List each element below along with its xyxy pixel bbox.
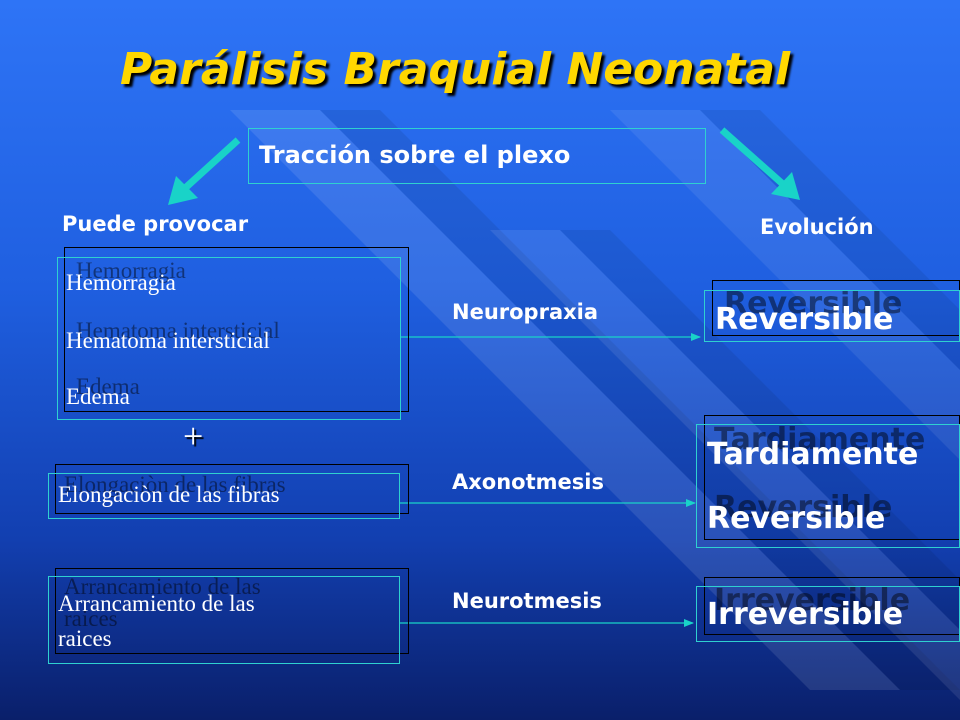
- lesion-axonotmesis: Axonotmesis: [452, 470, 604, 494]
- outcome-tardio-shadow-line2: Reversible: [714, 490, 893, 525]
- cause-elongacion: Elongaciòn de las fibras: [58, 482, 280, 507]
- center-box: Tracción sobre el plexo: [248, 128, 706, 184]
- outcome-reversible: Reversible: [715, 302, 894, 337]
- cause-hemorragia: Hemorragia: [66, 270, 176, 295]
- outcome-tardio-box: Tardiamente Reversible: [696, 424, 960, 548]
- outcome-reversible-shadow-text: Reversible: [724, 286, 903, 321]
- arrow-left-icon: [168, 137, 241, 205]
- causes-group2-box: Elongaciòn de las fibras: [48, 473, 400, 519]
- causes-group1-shadow-item3: Edema: [76, 374, 140, 399]
- outcome-irreversible: Irreversible: [707, 597, 904, 632]
- cause-arrancamiento-line2: raices: [58, 626, 112, 651]
- center-box-text: Tracción sobre el plexo: [259, 141, 571, 169]
- plus-sign: +: [183, 416, 204, 456]
- lesion-neuropraxia: Neuropraxia: [452, 300, 599, 324]
- causes-group2-shadow: [55, 464, 409, 514]
- outcome-reversible-late: Reversible: [707, 501, 886, 536]
- outcome-irreversible-shadow-text: Irreversible: [714, 583, 911, 618]
- causes-group1-box: Hemorragia Hematoma intersticial Edema: [57, 257, 401, 420]
- cause-arrancamiento-line1: Arrancamiento de las: [58, 591, 255, 616]
- cause-edema: Edema: [66, 384, 130, 409]
- outcome-tardio-shadow-line1: Tardiamente: [714, 422, 926, 457]
- outcome-irreversible-box: Irreversible: [696, 586, 960, 642]
- lesion-neurotmesis: Neurotmesis: [452, 589, 602, 613]
- arrow-right-icon: [719, 127, 800, 200]
- cause-hematoma: Hematoma intersticial: [66, 328, 270, 353]
- causes-group2-shadow-text: Elongaciòn de las fibras: [64, 472, 286, 497]
- causes-group3-box: Arrancamiento de las raices: [48, 576, 400, 664]
- causes-group3-shadow-line1: Arrancamiento de las: [64, 574, 261, 599]
- causes-group1-shadow-item2: Hematoma intersticial: [76, 318, 280, 343]
- outcome-reversible-box: Reversible: [704, 290, 960, 342]
- causes-group3-shadow: [55, 568, 409, 654]
- right-heading: Evolución: [760, 215, 874, 239]
- causes-group3-shadow-line2: raices: [64, 606, 118, 631]
- outcome-tardiamente: Tardiamente: [707, 437, 919, 472]
- slide-title: Parálisis Braquial Neonatal: [120, 44, 791, 95]
- causes-group1-shadow: [64, 247, 409, 412]
- causes-group1-shadow-item1: Hemorragia: [76, 258, 186, 283]
- left-heading: Puede provocar: [62, 212, 249, 236]
